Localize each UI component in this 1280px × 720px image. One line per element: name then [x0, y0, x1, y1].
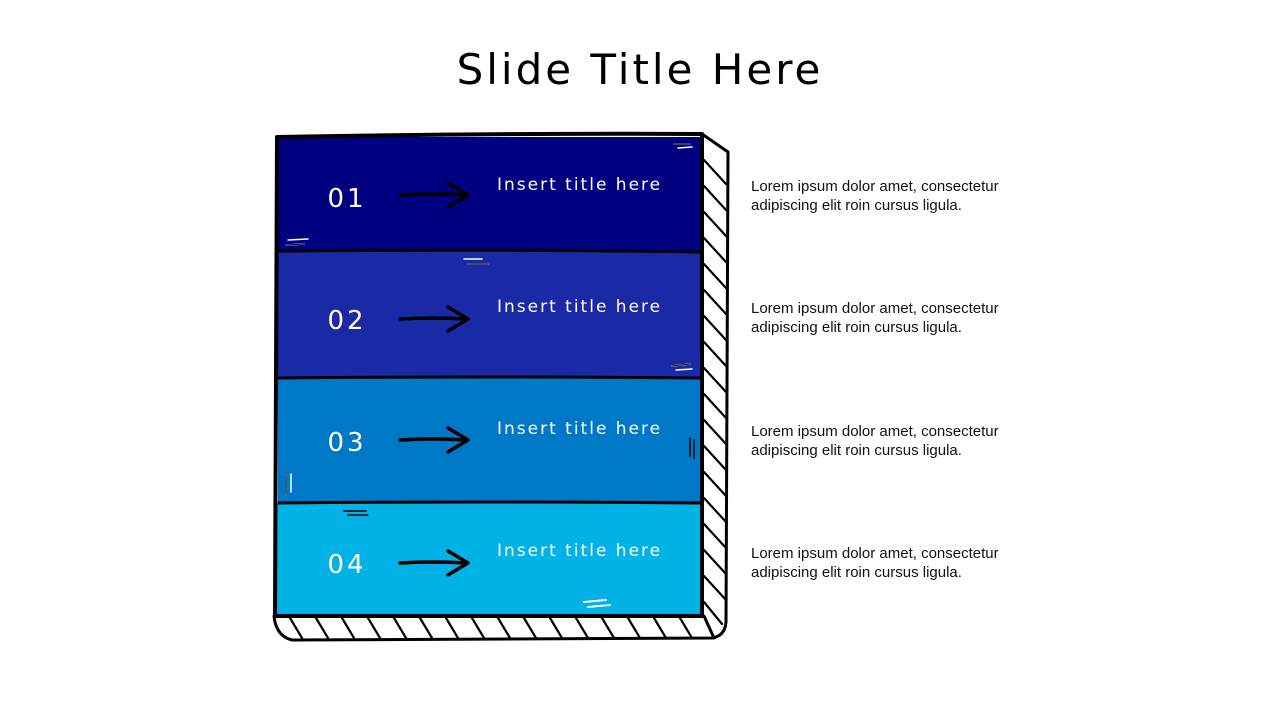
- box-side-hatching: [702, 158, 728, 626]
- step-title: Insert title here: [497, 541, 663, 561]
- step-row-1-fill: [278, 137, 702, 251]
- step-row-2-fill: [278, 251, 702, 377]
- step-title: Insert title here: [497, 419, 663, 439]
- step-number: 01: [327, 184, 367, 214]
- step-title: Insert title here: [497, 297, 663, 317]
- step-row-3-fill: [278, 377, 702, 503]
- row-divider-2: [277, 375, 703, 380]
- step-number: 03: [327, 428, 367, 458]
- slide-title: Slide Title Here: [456, 45, 824, 94]
- box-bottom-face: [272, 614, 716, 642]
- arrow-right-icon: [398, 549, 470, 577]
- row-divider-3: [277, 500, 703, 505]
- sketch-marks: [285, 143, 695, 608]
- step-title: Insert title here: [497, 175, 663, 195]
- box-front-outline: [273, 131, 704, 618]
- row-divider-1: [277, 248, 703, 254]
- step-description: Lorem ipsum dolor amet, consectetur adip…: [751, 545, 999, 581]
- step-number: 02: [327, 306, 367, 336]
- arrow-right-icon: [398, 426, 470, 454]
- box-bottom-hatching: [288, 616, 694, 640]
- arrow-right-icon: [398, 305, 470, 333]
- step-row-4-fill: [276, 503, 702, 616]
- arrow-right-icon: [398, 181, 470, 209]
- step-description: Lorem ipsum dolor amet, consectetur adip…: [751, 178, 999, 214]
- step-description: Lorem ipsum dolor amet, consectetur adip…: [751, 300, 999, 336]
- step-description: Lorem ipsum dolor amet, consectetur adip…: [751, 423, 999, 459]
- step-number: 04: [327, 550, 367, 580]
